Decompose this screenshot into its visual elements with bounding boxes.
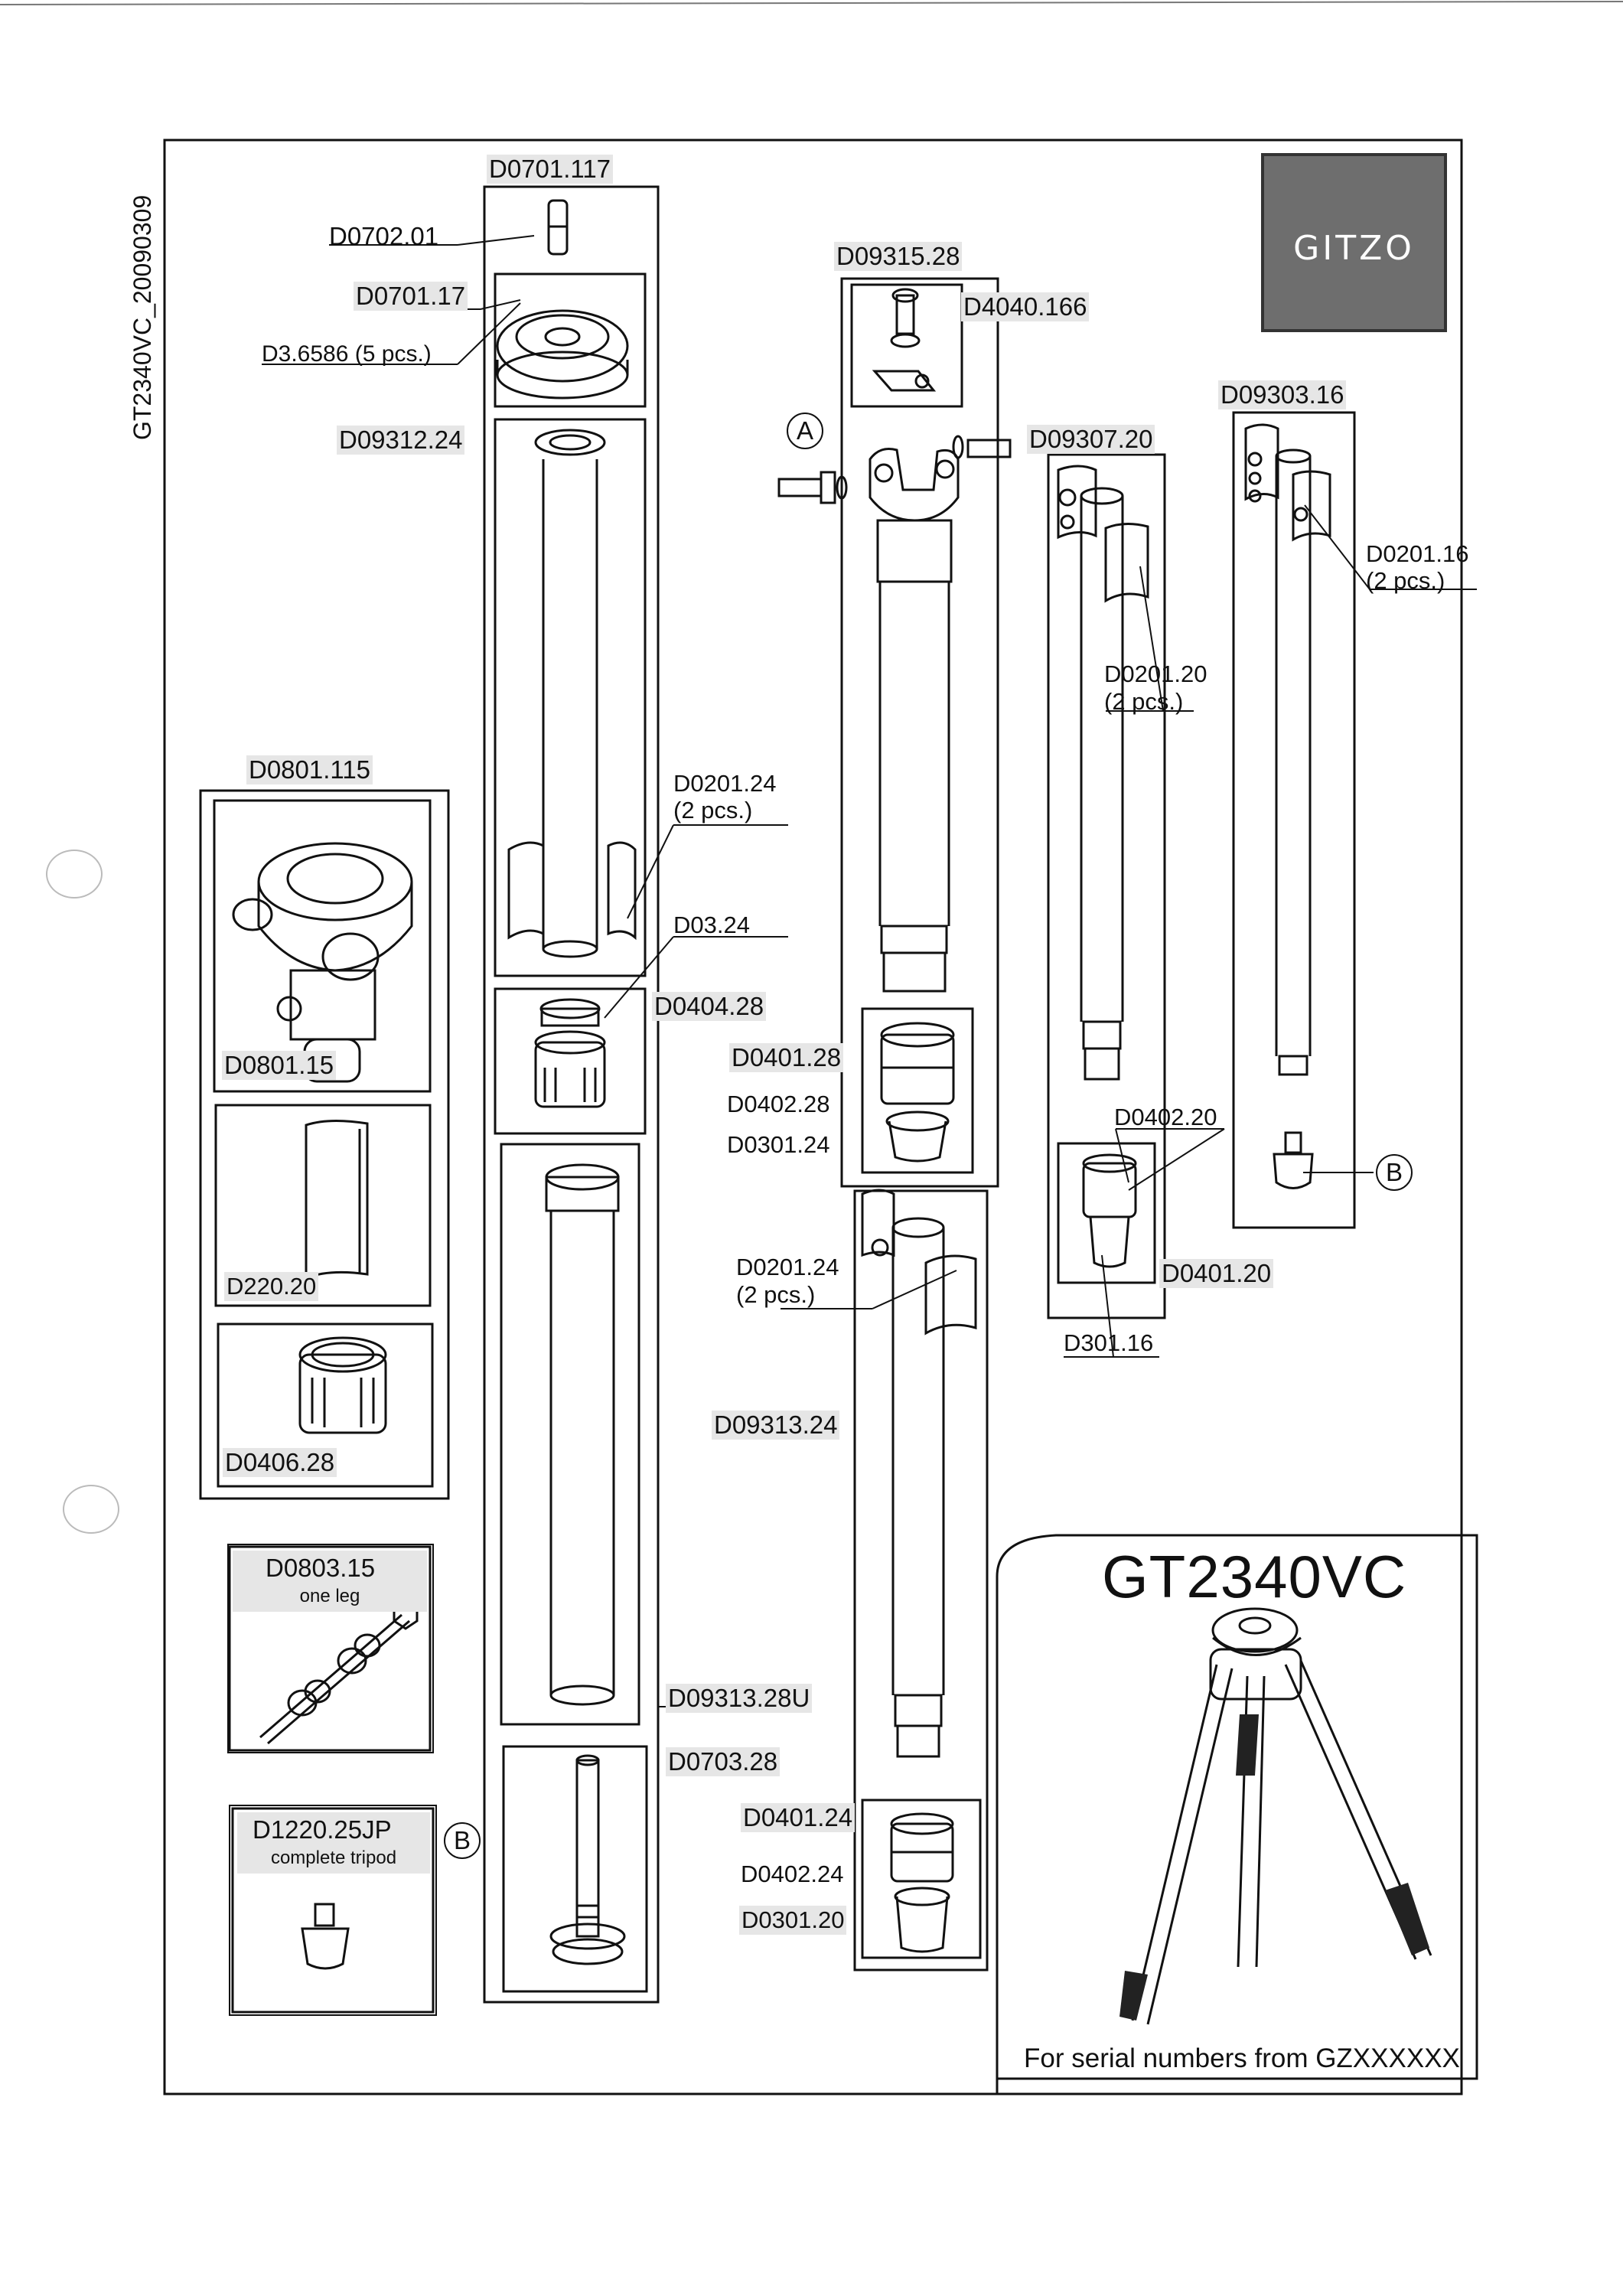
part-label: (2 pcs.): [1366, 567, 1445, 594]
part-label: D0404.28: [652, 992, 767, 1021]
part-label: D09313.28U: [666, 1684, 813, 1713]
part-label: (2 pcs.): [1104, 688, 1184, 715]
outer-frame: [163, 139, 1463, 2095]
part-label: (2 pcs.): [736, 1281, 816, 1308]
part-label: D09313.24: [712, 1411, 840, 1440]
document-code: GT2340VC_20090309: [129, 194, 156, 440]
part-label: D0402.28: [727, 1091, 830, 1117]
part-label: D0301.20: [739, 1906, 847, 1935]
part-label: D0801.15: [222, 1051, 337, 1080]
part-label: D0401.24: [741, 1803, 855, 1832]
part-label: D1220.25JP: [253, 1815, 392, 1844]
part-label: D0401.20: [1159, 1259, 1274, 1288]
d1220-box: [231, 1807, 435, 2014]
callout-b-label-right: B: [1386, 1158, 1403, 1186]
model-title: GT2340VC: [1102, 1543, 1407, 1610]
part-label: D0201.24: [736, 1254, 839, 1280]
center-column-box: [483, 185, 660, 2004]
part-label: D0201.24: [673, 770, 777, 797]
part-label: D0201.20: [1104, 660, 1207, 687]
part-label: D09307.20: [1027, 425, 1155, 454]
serial-note: For serial numbers from GZXXXXXX: [1024, 2043, 1460, 2073]
part-label: D0201.16: [1366, 540, 1469, 567]
leg-4-box: [1232, 411, 1356, 1229]
part-sublabel: complete tripod: [270, 1848, 397, 1868]
part-label: D09303.16: [1218, 380, 1347, 409]
gitzo-logo: GITZO: [1261, 153, 1447, 332]
callout-b-label-left: B: [454, 1826, 471, 1854]
d0803-label-panel: [233, 1551, 427, 1612]
callout-a-label: A: [797, 416, 814, 445]
part-label: D0702.01: [329, 222, 439, 250]
part-label: D0301.24: [727, 1131, 830, 1158]
part-label: D220.20: [224, 1272, 319, 1301]
part-label: D09315.28: [834, 242, 963, 271]
part-label: D4040.166: [961, 292, 1090, 321]
binder-hole-bottom: [63, 1485, 119, 1534]
d1220-label-panel: [237, 1812, 430, 1874]
callout-b-circle-left: [444, 1822, 481, 1859]
callout-a-circle: [787, 413, 823, 449]
part-label: D0701.117: [487, 155, 614, 184]
part-label: D0703.28: [666, 1747, 781, 1776]
part-label: D0402.24: [741, 1861, 844, 1887]
part-label: D0803.15: [266, 1554, 376, 1582]
model-panel: [996, 1534, 1478, 2094]
spider-box: [199, 789, 450, 1500]
part-label: D301.16: [1064, 1329, 1154, 1356]
leg-3-box: [1047, 453, 1166, 1319]
callout-b-circle-right: [1376, 1154, 1413, 1191]
part-label: D0701.17: [354, 282, 468, 311]
part-label: (2 pcs.): [673, 797, 753, 823]
part-label: D0801.115: [246, 755, 373, 784]
part-label: D0406.28: [223, 1448, 337, 1477]
part-label: D0401.28: [729, 1043, 844, 1072]
d0803-box: [228, 1545, 432, 1752]
binder-hole-top: [46, 850, 103, 899]
part-label: D03.24: [673, 912, 750, 938]
leg-2-box: [853, 1189, 989, 1971]
part-sublabel: one leg: [299, 1586, 360, 1606]
leg-1-box: [840, 277, 999, 1188]
part-label: D09312.24: [337, 426, 465, 455]
part-label: D3.6586 (5 pcs.): [262, 341, 432, 367]
part-label: D0402.20: [1114, 1104, 1217, 1130]
gitzo-logo-text: GITZO: [1293, 229, 1415, 268]
